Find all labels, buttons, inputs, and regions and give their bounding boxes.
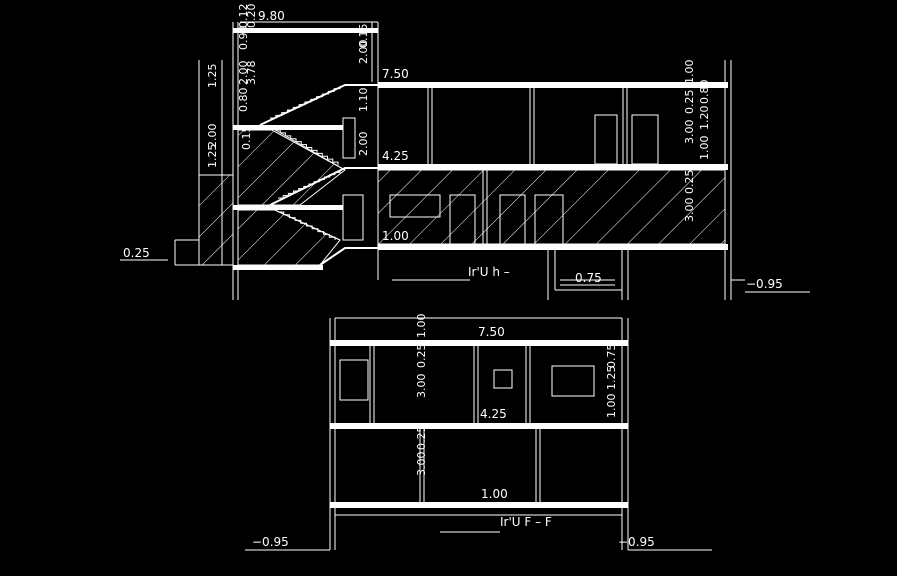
dim-stair-1: 0.98 — [237, 26, 250, 51]
dim-mid-1: 2.00 — [357, 40, 370, 65]
level-sill: 0.75 — [575, 271, 602, 285]
left-exterior — [120, 60, 234, 266]
section-2-title: Ir'U F – F — [500, 515, 552, 529]
dim-right-6: 0.80 — [698, 80, 711, 105]
dim-right-4: 1.00 — [698, 136, 711, 161]
dim-right-8: 3.00 — [683, 198, 696, 223]
dim-right-2: 3.00 — [683, 120, 696, 145]
s2-level-outside-right: −0.95 — [618, 535, 655, 549]
section-2: 7.50 4.25 1.00 −0.95 −0.95 Ir'U F – F 1.… — [245, 314, 712, 551]
s2-level-outside-left: −0.95 — [252, 535, 289, 549]
level-ground: 1.00 — [382, 229, 409, 243]
dim-mid-3: 1.10 — [357, 88, 370, 113]
level-roof: 7.50 — [382, 67, 409, 81]
s2-dim-d: 3.00 — [415, 452, 428, 477]
s2-dim-b: 3.00 — [415, 374, 428, 399]
dim-stair-7: 0.12 — [237, 4, 250, 29]
s2-level-roof: 7.50 — [478, 325, 505, 339]
dim-right-7: 0.25 — [683, 170, 696, 195]
dim-left-3: 1.25 — [206, 144, 219, 169]
stair-core — [232, 22, 379, 300]
s2-dim-f: 1.00 — [605, 394, 618, 419]
level-outside-left: 0.25 — [123, 246, 150, 260]
dim-mid-4: 2.00 — [357, 132, 370, 157]
stair-flight-1 — [270, 86, 341, 119]
level-top: 9.80 — [258, 9, 285, 23]
dim-right-1: 1.00 — [683, 60, 696, 85]
dim-stair-3: 3.78 — [245, 61, 258, 86]
dim-stair-2: 2.00 — [237, 61, 250, 86]
stair-flight-2 — [275, 129, 339, 165]
main-building — [377, 60, 810, 300]
level-outside-right: −0.95 — [746, 277, 783, 291]
dim-mid-2: 0.15 — [357, 24, 370, 49]
s2-dim-c: 0.25 — [415, 344, 428, 369]
s2-dim-e: 0.25 — [415, 426, 428, 451]
dim-stair-4: 0.80 — [237, 88, 250, 113]
dim-left-2: 2.00 — [206, 124, 219, 149]
dim-stair-6: 0.20 — [245, 4, 258, 29]
dim-stair-5: 0.15 — [240, 126, 253, 151]
s2-level-first: 4.25 — [480, 407, 507, 421]
s2-dim-g: 1.25 — [605, 366, 618, 391]
dim-right-5: 1.20 — [698, 106, 711, 131]
section-1: 9.80 7.50 4.25 1.00 0.75 0.25 −0.95 Ir'U… — [120, 4, 810, 300]
dim-left-1: 1.25 — [206, 64, 219, 89]
s2-level-ground: 1.00 — [481, 487, 508, 501]
dim-right-3: 0.25 — [683, 90, 696, 115]
level-first: 4.25 — [382, 149, 409, 163]
s2-dim-h: 0.75 — [605, 344, 618, 369]
section-1-title: Ir'U h – — [468, 265, 510, 279]
s2-dim-a: 1.00 — [415, 314, 428, 339]
